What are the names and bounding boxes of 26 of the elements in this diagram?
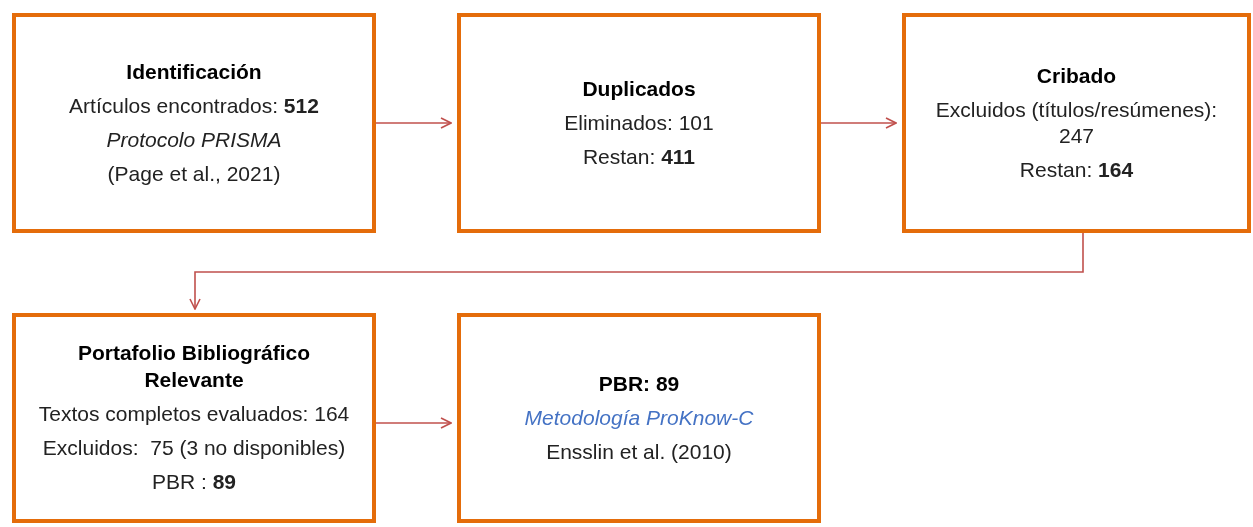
box-text: Excluidos: 75 (3 no disponibles) (42, 435, 346, 462)
box-text: Eliminados: 101 (564, 109, 714, 136)
box-text: Protocolo PRISMA (106, 127, 282, 153)
box-text: Restan: 164 (1019, 157, 1134, 184)
arrow (375, 417, 452, 429)
box-heading: Portafolio Bibliográfico Relevante (76, 340, 312, 393)
box-heading: Duplicados (582, 75, 696, 102)
box-text: (Page et al., 2021) (107, 161, 281, 188)
box-heading: Cribado (1036, 62, 1117, 89)
box-text: Metodología ProKnow-C (524, 404, 754, 431)
process-box (457, 313, 821, 523)
process-box (457, 13, 821, 233)
arrow (189, 232, 1084, 310)
box-text: Restan: 411 (582, 144, 696, 171)
arrow (820, 117, 897, 129)
box-text: Excluidos (títulos/resúmenes): 247 (934, 96, 1219, 149)
process-box (902, 13, 1251, 233)
box-heading: PBR: 89 (598, 370, 680, 397)
process-box (12, 13, 376, 233)
box-text: Artículos encontrados: 512 (69, 92, 319, 119)
arrow (375, 117, 452, 129)
process-box (12, 313, 376, 523)
box-text: Textos completos evaluados: 164 (38, 400, 350, 427)
box-text: Ensslin et al. (2010) (546, 439, 732, 466)
box-text: PBR : 89 (151, 469, 236, 496)
box-heading: Identificación (126, 58, 262, 85)
